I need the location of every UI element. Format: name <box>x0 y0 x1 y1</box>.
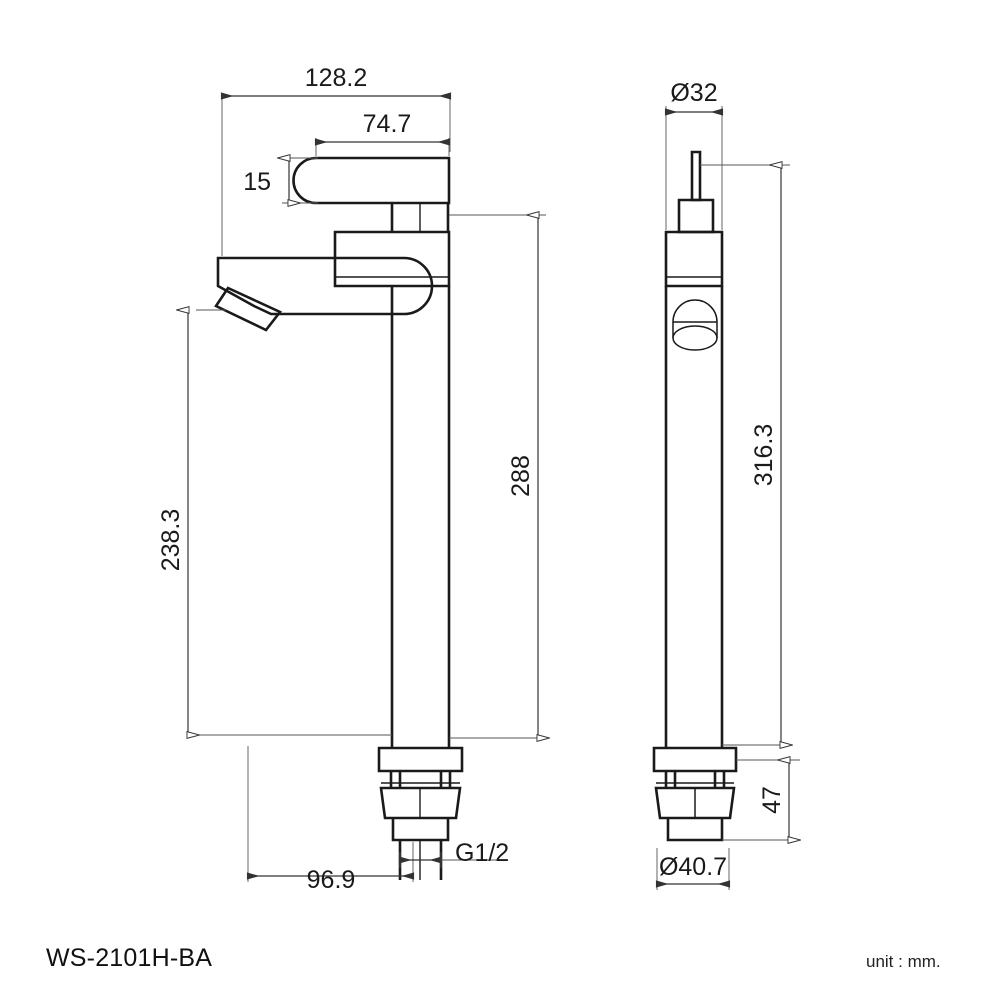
dim-text-47: 47 <box>758 786 786 814</box>
side-view-detail-lines <box>656 276 734 818</box>
handle-stem-outline <box>390 203 450 232</box>
dim-text-g12: G1/2 <box>455 839 509 867</box>
dim-text-dia-40-7: Ø40.7 <box>659 853 727 881</box>
spout-outlet-outline <box>214 286 283 332</box>
side-shank-threads-outline <box>664 771 726 788</box>
side-view-group: Ø32 316.3 47 Ø40.7 <box>652 79 800 890</box>
shank-threads-outline <box>389 771 452 788</box>
side-handle-lever-outline <box>690 150 702 202</box>
side-handle-grip-dome <box>672 299 718 323</box>
handle-lever-outline <box>292 156 451 205</box>
spout-body-outline <box>216 256 434 316</box>
front-view-detail-lines <box>335 203 460 880</box>
side-deck-flange-outline <box>652 746 738 773</box>
dim-text-316-3: 316.3 <box>750 424 778 487</box>
side-view-dimension-lines <box>655 108 789 888</box>
dim-text-74-7: 74.7 <box>363 110 412 138</box>
lock-nut-outline <box>379 786 462 820</box>
side-lock-nut-outline <box>654 786 736 820</box>
unit-note-label: unit : mm. <box>866 952 941 971</box>
hex-nut-outline <box>391 818 450 842</box>
dim-text-15: 15 <box>243 168 271 196</box>
dim-text-288: 288 <box>507 455 535 497</box>
dim-text-128-2: 128.2 <box>305 64 368 92</box>
dim-text-96-9: 96.9 <box>307 866 356 894</box>
model-number-label: WS-2101H-BA <box>46 944 213 972</box>
dim-text-238-3: 238.3 <box>157 509 185 572</box>
side-hex-nut-outline <box>666 818 724 842</box>
side-view-geometry <box>652 150 738 842</box>
side-handle-stem-outline <box>677 198 715 234</box>
side-valve-cap-outline <box>664 230 724 288</box>
front-view-dimension-text: 128.2 74.7 15 288 238.3 96.9 G1/2 <box>157 64 535 894</box>
front-view-group: 128.2 74.7 15 288 238.3 96.9 G1/2 <box>157 64 546 894</box>
deck-flange-outline <box>377 746 464 773</box>
side-column-tube-outline <box>664 286 724 748</box>
front-view-extension-lines <box>196 96 546 882</box>
side-handle-grip-ellipse <box>672 325 718 351</box>
column-tube-outline <box>390 286 451 748</box>
front-view-dimension-lines <box>188 92 538 880</box>
dim-text-dia-32: Ø32 <box>670 79 717 107</box>
front-view-geometry <box>214 156 464 880</box>
side-view-dimension-text: Ø32 316.3 47 Ø40.7 <box>659 79 786 881</box>
